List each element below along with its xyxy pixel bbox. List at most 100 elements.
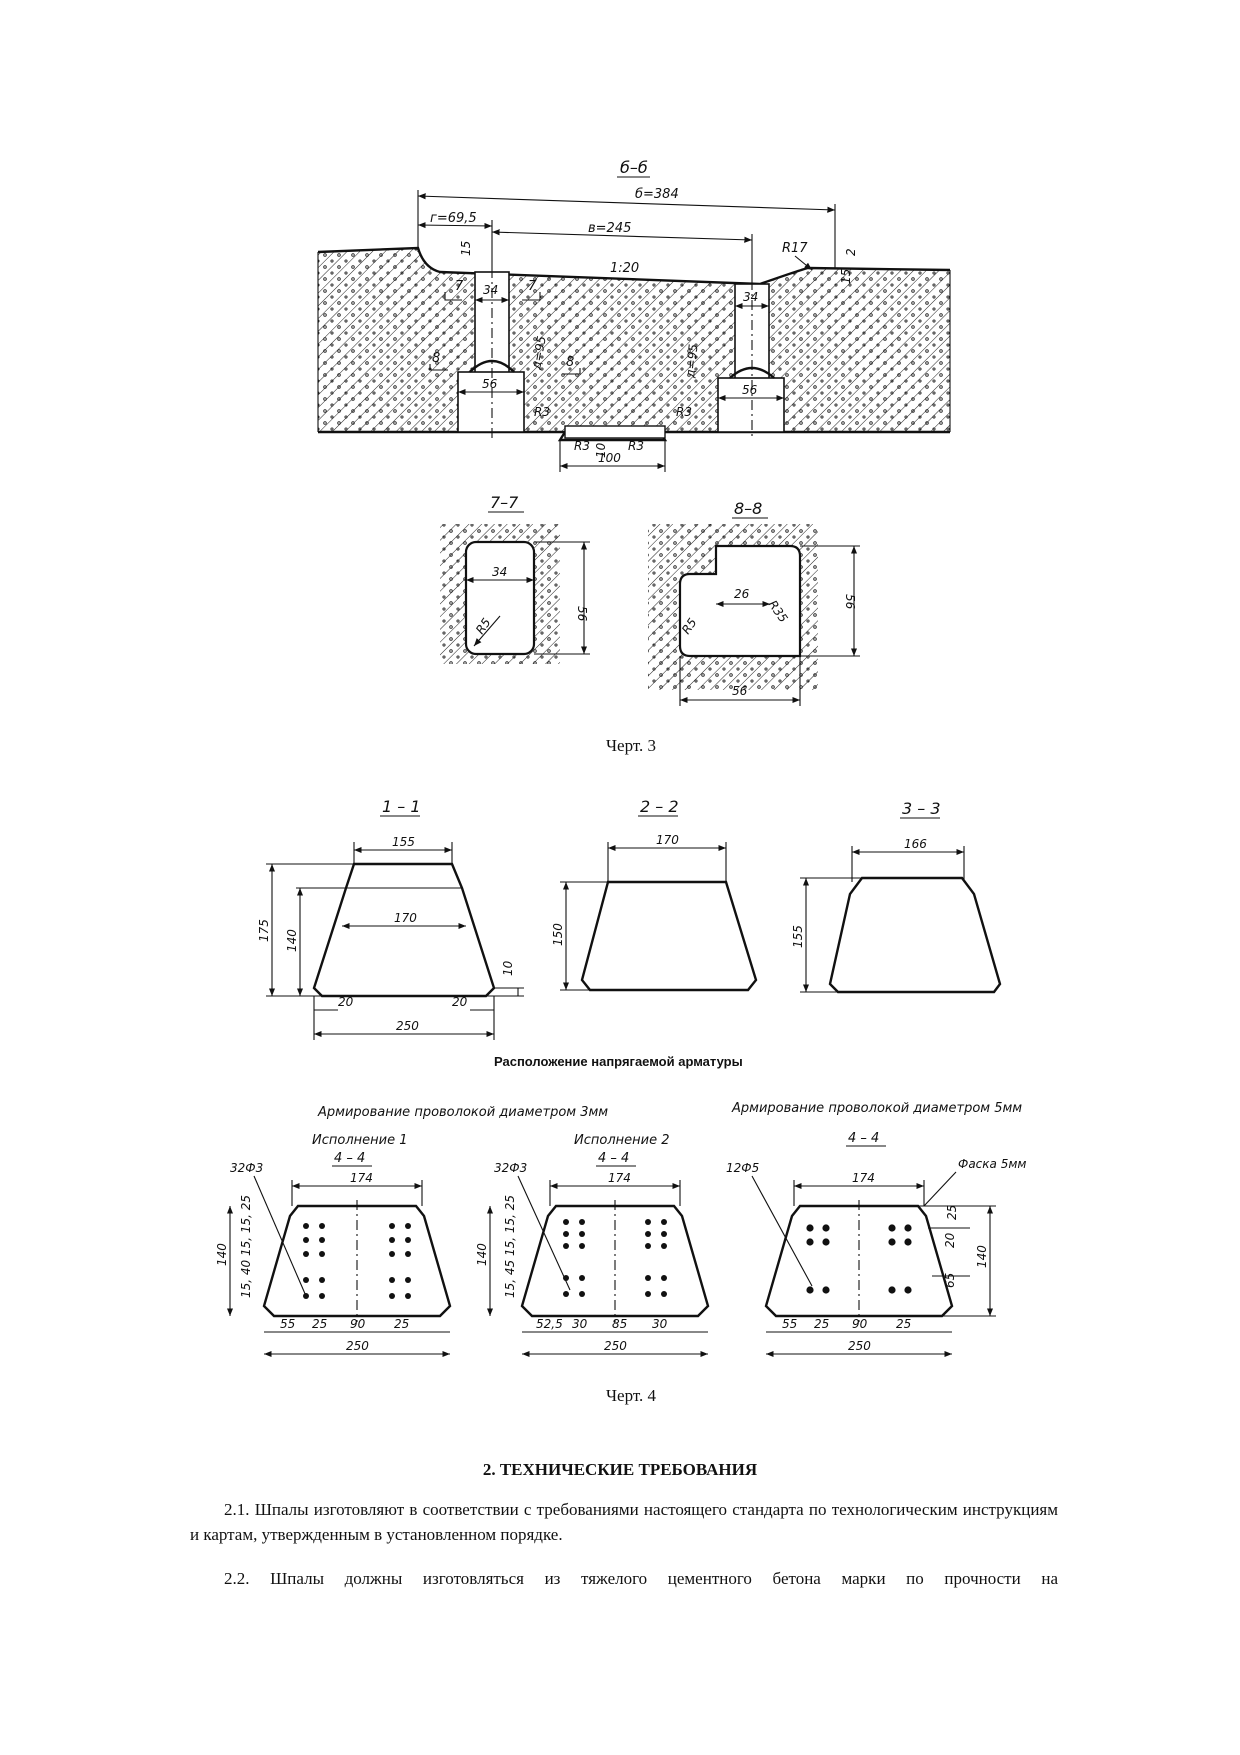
bottom-55: 55 [782,1317,797,1331]
dim-174: 174 [852,1171,875,1185]
dim-20-left: 20 [338,995,354,1009]
bottom-250: 250 [346,1339,369,1353]
cut-8-left: 8 [432,351,440,366]
variant-3-label: 12Ф5 [726,1161,759,1175]
wire-5mm-title: Армирование проволокой диаметром 5мм [731,1101,1022,1116]
dim-174: 174 [608,1171,631,1185]
dim-175: 175 [257,919,271,942]
section-heading: 2. ТЕХНИЧЕСКИЕ ТРЕБОВАНИЯ [482,1460,758,1479]
section-7-7-title: 7–7 [490,493,519,512]
dim-56: 56 [575,606,589,622]
variant-3: 4 – 4 12Ф5 Фаска 5мм 174 25 20 65 140 55… [726,1131,1026,1358]
dim-56-left: 56 [482,377,498,391]
dim-250: 250 [396,1019,419,1033]
dim-170: 170 [394,911,417,925]
slope-1-20: 1:20 [610,261,639,276]
dim-174: 174 [350,1171,373,1185]
bottom-90: 90 [852,1317,868,1331]
dim-140: 140 [285,929,299,952]
bottom-30-left: 30 [572,1317,588,1331]
bottom-25-left: 25 [312,1317,327,1331]
dim-140: 140 [215,1243,229,1266]
bottom-55: 55 [280,1317,295,1331]
dim-26: 26 [734,587,750,601]
bottom-25-left: 25 [814,1317,829,1331]
cut-7-right: 7 [528,279,537,294]
dim-166: 166 [904,837,927,851]
dim-r17: R17 [782,241,808,256]
dim-2: 2 [844,248,858,256]
dim-15-left: 15 [459,241,473,256]
dim-15-right: 15 [839,269,853,284]
vertical-dims: 15, 45 15, 15, 25 [503,1195,517,1298]
dim-155: 155 [392,835,415,849]
dim-10: 10 [594,442,608,458]
dim-d95-right: д=95 [683,343,701,379]
dim-25: 25 [945,1205,959,1220]
variant-1-label: 32Ф3 [230,1161,263,1175]
dim-20-right: 20 [452,995,468,1009]
section-8-8-title: 8–8 [734,499,762,518]
bottom-250: 250 [604,1339,627,1353]
dim-100: 100 [598,451,621,465]
paragraph-2-2: 2.2. Шпалы должны изготовляться из тяжел… [224,1569,1058,1588]
arrangement-title: Расположение напрягаемой арматуры [494,1054,743,1069]
r3-d: R3 [628,439,644,453]
r3-a: R3 [534,405,550,419]
dim-170: 170 [656,833,679,847]
bottom-250: 250 [848,1339,871,1353]
section-1-1: 1 – 1 155 170 175 140 10 20 20 250 [257,797,524,1040]
variant-2-title: Исполнение 2 [574,1133,669,1148]
bottom-52-5: 52,5 [536,1317,563,1331]
dim-150: 150 [551,923,565,946]
dim-34-left: 34 [483,283,498,297]
wire-3mm-title: Армирование проволокой диаметром 3мм [317,1105,608,1120]
dim-20: 20 [943,1232,957,1248]
bottom-30-right: 30 [652,1317,668,1331]
r3-b: R3 [676,405,692,419]
section-2-2-title: 2 – 2 [640,797,679,816]
bottom-25-right: 25 [896,1317,911,1331]
variant-3-section: 4 – 4 [848,1131,879,1146]
section-7-7: 7–7 34 56 R5 [440,493,590,664]
vertical-dims: 15, 40 15, 15, 25 [239,1195,253,1298]
dim-d95-left: д=95 [529,335,549,372]
variant-1: Исполнение 1 4 – 4 32Ф3 174 140 15, 40 1… [215,1133,452,1358]
dim-34: 34 [492,565,507,579]
section-8-8: 8–8 26 56 56 R5 R35 [648,499,860,706]
bottom-85: 85 [612,1317,627,1331]
dim-140: 140 [975,1245,989,1268]
dim-10: 10 [501,960,515,976]
dim-140: 140 [475,1243,489,1266]
dim-56-horizontal: 56 [732,684,748,698]
variant-2-section: 4 – 4 [598,1151,629,1166]
dim-34-right: 34 [743,290,758,304]
variant-1-section: 4 – 4 [334,1151,365,1166]
cut-8-right: 8 [566,355,574,370]
section-1-1-title: 1 – 1 [382,797,421,816]
dim-65: 65 [943,1273,957,1288]
section-b-b-title: б–б [620,158,648,177]
variant-1-title: Исполнение 1 [312,1133,407,1148]
variant-2-label: 32Ф3 [494,1161,527,1175]
cut-7-left: 7 [455,279,464,294]
dim-b-384: б=384 [635,187,679,202]
r3-c: R3 [574,439,590,453]
section-2-2: 2 – 2 170 150 [551,797,758,992]
dim-155: 155 [791,925,805,948]
dim-56-vertical: 56 [843,594,857,610]
section-3-3-title: 3 – 3 [902,799,941,818]
variant-2: Исполнение 2 4 – 4 32Ф3 174 140 15, 45 1… [475,1133,710,1358]
dim-56-right: 56 [742,383,758,397]
paragraph-2-1: 2.1. Шпалы изготовляют в соответствии с … [190,1500,1058,1544]
section-3-3: 3 – 3 166 155 [791,799,1002,994]
dim-v-245: в=245 [588,221,631,236]
chamfer-label: Фаска 5мм [958,1157,1026,1171]
caption-drawing-3: Черт. 3 [606,736,657,755]
section-b-b: б–б б=384 г=69,5 в=245 R17 [317,158,951,472]
bottom-90: 90 [350,1317,366,1331]
dim-g-69-5: г=69,5 [430,211,477,226]
caption-drawing-4: Черт. 4 [606,1386,657,1405]
bottom-25-right: 25 [394,1317,409,1331]
